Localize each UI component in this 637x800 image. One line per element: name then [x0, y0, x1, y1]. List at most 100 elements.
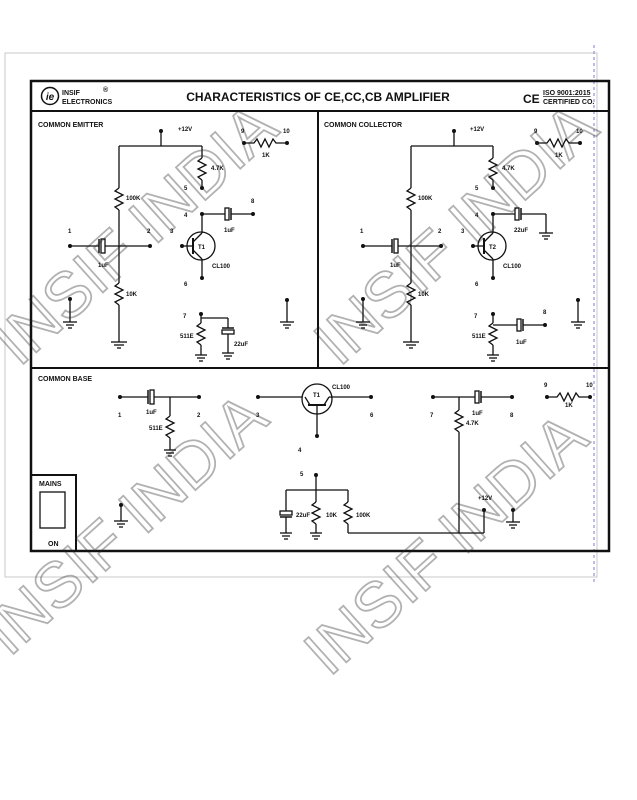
common-emitter-section: COMMON EMITTER +12V 100K 10K 1 1uF 2 3 T…: [38, 122, 294, 362]
cc-r-top-label: 100K: [418, 196, 433, 202]
cc-r-emitter-icon: [487, 322, 499, 346]
common-collector-section: COMMON COLLECTOR +12V 100K 10K 1 1uF 2 3…: [324, 122, 585, 362]
ce-r-top-label: 100K: [126, 196, 141, 202]
cb-terminal-6[interactable]: [369, 395, 373, 399]
cb-r-collector-label: 4.7K: [466, 421, 479, 427]
ce-c-emitter-label: 22uF: [234, 342, 248, 348]
cc-terminal-8[interactable]: [543, 323, 547, 327]
svg-text:4: 4: [475, 213, 479, 219]
cb-transistor-type: CL100: [332, 385, 351, 391]
svg-text:9: 9: [241, 129, 245, 135]
svg-text:4: 4: [298, 448, 302, 454]
cb-terminal-8[interactable]: [510, 395, 514, 399]
ce-terminal-2[interactable]: [148, 244, 152, 248]
cb-r-base-low-icon: [310, 501, 322, 525]
ce-r-emitter-icon: [195, 322, 207, 346]
svg-text:6: 6: [370, 413, 374, 419]
cb-terminal-10[interactable]: [588, 395, 592, 399]
cb-terminal-4[interactable]: [315, 434, 319, 438]
svg-text:2: 2: [438, 229, 442, 235]
ce-r-load-label: 1K: [262, 153, 270, 159]
svg-text:8: 8: [251, 199, 255, 205]
mains-box: [30, 474, 77, 552]
svg-text:9: 9: [534, 129, 538, 135]
ce-mark: CE: [523, 92, 540, 106]
cc-supply-terminal[interactable]: [452, 129, 456, 133]
mains-state: ON: [48, 541, 59, 548]
svg-text:5: 5: [300, 472, 304, 478]
cb-c-out-label: 1uF: [472, 411, 483, 417]
ce-c-in-label: 1uF: [98, 263, 109, 269]
svg-text:6: 6: [475, 282, 479, 288]
ce-r-bottom-label: 10K: [126, 292, 138, 298]
ce-terminal-6[interactable]: [200, 276, 204, 280]
cb-r-base-low-label: 10K: [326, 513, 338, 519]
svg-text:7: 7: [474, 314, 478, 320]
ce-r-emitter-label: 511E: [180, 334, 194, 340]
svg-text:5: 5: [475, 186, 479, 192]
cc-r-bottom-label: 10K: [418, 292, 430, 298]
logo-symbol: ie: [46, 92, 55, 103]
svg-text:3: 3: [256, 413, 260, 419]
cb-c-in-label: 1uF: [146, 410, 157, 416]
svg-text:5: 5: [184, 186, 188, 192]
cb-c-out-icon: [474, 390, 480, 404]
cc-r-collector-label: 4.7K: [502, 166, 515, 172]
svg-text:2: 2: [197, 413, 201, 419]
iso-line1: ISO 9001:2015: [543, 90, 591, 97]
mains-switch[interactable]: [39, 491, 66, 529]
ce-terminal-5[interactable]: [200, 186, 204, 190]
company-name-line1: INSIF: [62, 90, 81, 97]
cb-c-base-label: 22uF: [296, 513, 310, 519]
svg-text:7: 7: [183, 314, 187, 320]
svg-text:10: 10: [283, 129, 290, 135]
cb-title: COMMON BASE: [38, 376, 92, 383]
cc-c-out-icon: [516, 318, 522, 332]
cb-r-collector-icon: [453, 409, 465, 433]
svg-text:1: 1: [118, 413, 122, 419]
common-base-section: COMMON BASE 1 1uF 2 511E 3 T1 CL100 6 4: [38, 376, 593, 540]
cc-terminal-10[interactable]: [578, 141, 582, 145]
cb-r-emitter-label: 511E: [149, 426, 163, 432]
company-name-line2: ELECTRONICS: [62, 99, 113, 106]
cc-r-top-icon: [405, 187, 417, 211]
cc-terminal-6[interactable]: [491, 276, 495, 280]
cc-r-collector-icon: [487, 157, 499, 181]
cc-transistor-type: CL100: [503, 264, 522, 270]
cc-r-emitter-label: 511E: [472, 334, 486, 340]
ce-terminal-10[interactable]: [285, 141, 289, 145]
cc-c-collector-label: 22uF: [514, 228, 528, 234]
svg-text:3: 3: [461, 229, 465, 235]
ce-transistor-label: T1: [198, 245, 206, 251]
watermark-text-4: INSIF INDIA: [290, 399, 600, 688]
cb-r-base-high-icon: [342, 501, 354, 525]
cc-terminal-2[interactable]: [439, 244, 443, 248]
cb-r-emitter-icon: [164, 415, 176, 439]
watermark-text-1: INSIF INDIA: [0, 89, 290, 378]
cc-transistor-label: T2: [489, 245, 497, 251]
company-logo-icon: [40, 86, 60, 106]
cc-r-load-icon: [537, 137, 580, 149]
ce-c-out-icon: [224, 207, 230, 221]
ce-terminal-8[interactable]: [251, 212, 255, 216]
svg-text:4: 4: [184, 213, 188, 219]
ce-supply-label: +12V: [178, 127, 192, 133]
cb-supply-label: +12V: [478, 496, 492, 502]
svg-text:2: 2: [147, 229, 151, 235]
svg-text:3: 3: [170, 229, 174, 235]
watermark: INSIF INDIA INSIF INDIA INSIF INDIA INSI…: [0, 88, 611, 689]
ce-r-top-icon: [113, 187, 125, 211]
ce-r-collector-label: 4.7K: [211, 166, 224, 172]
cb-transistor-label: T1: [313, 393, 321, 399]
cb-terminal-2[interactable]: [197, 395, 201, 399]
cc-terminal-5[interactable]: [491, 186, 495, 190]
cc-c-out-label: 1uF: [516, 340, 527, 346]
ce-supply-terminal[interactable]: [159, 129, 163, 133]
cc-c-in-label: 1uF: [390, 263, 401, 269]
svg-text:1: 1: [68, 229, 72, 235]
header: ie ® INSIF ELECTRONICS CHARACTERISTICS O…: [40, 86, 594, 106]
cb-c-base-icon: [279, 510, 293, 516]
svg-text:10: 10: [586, 383, 593, 389]
cb-r-load-label: 1K: [565, 403, 573, 409]
